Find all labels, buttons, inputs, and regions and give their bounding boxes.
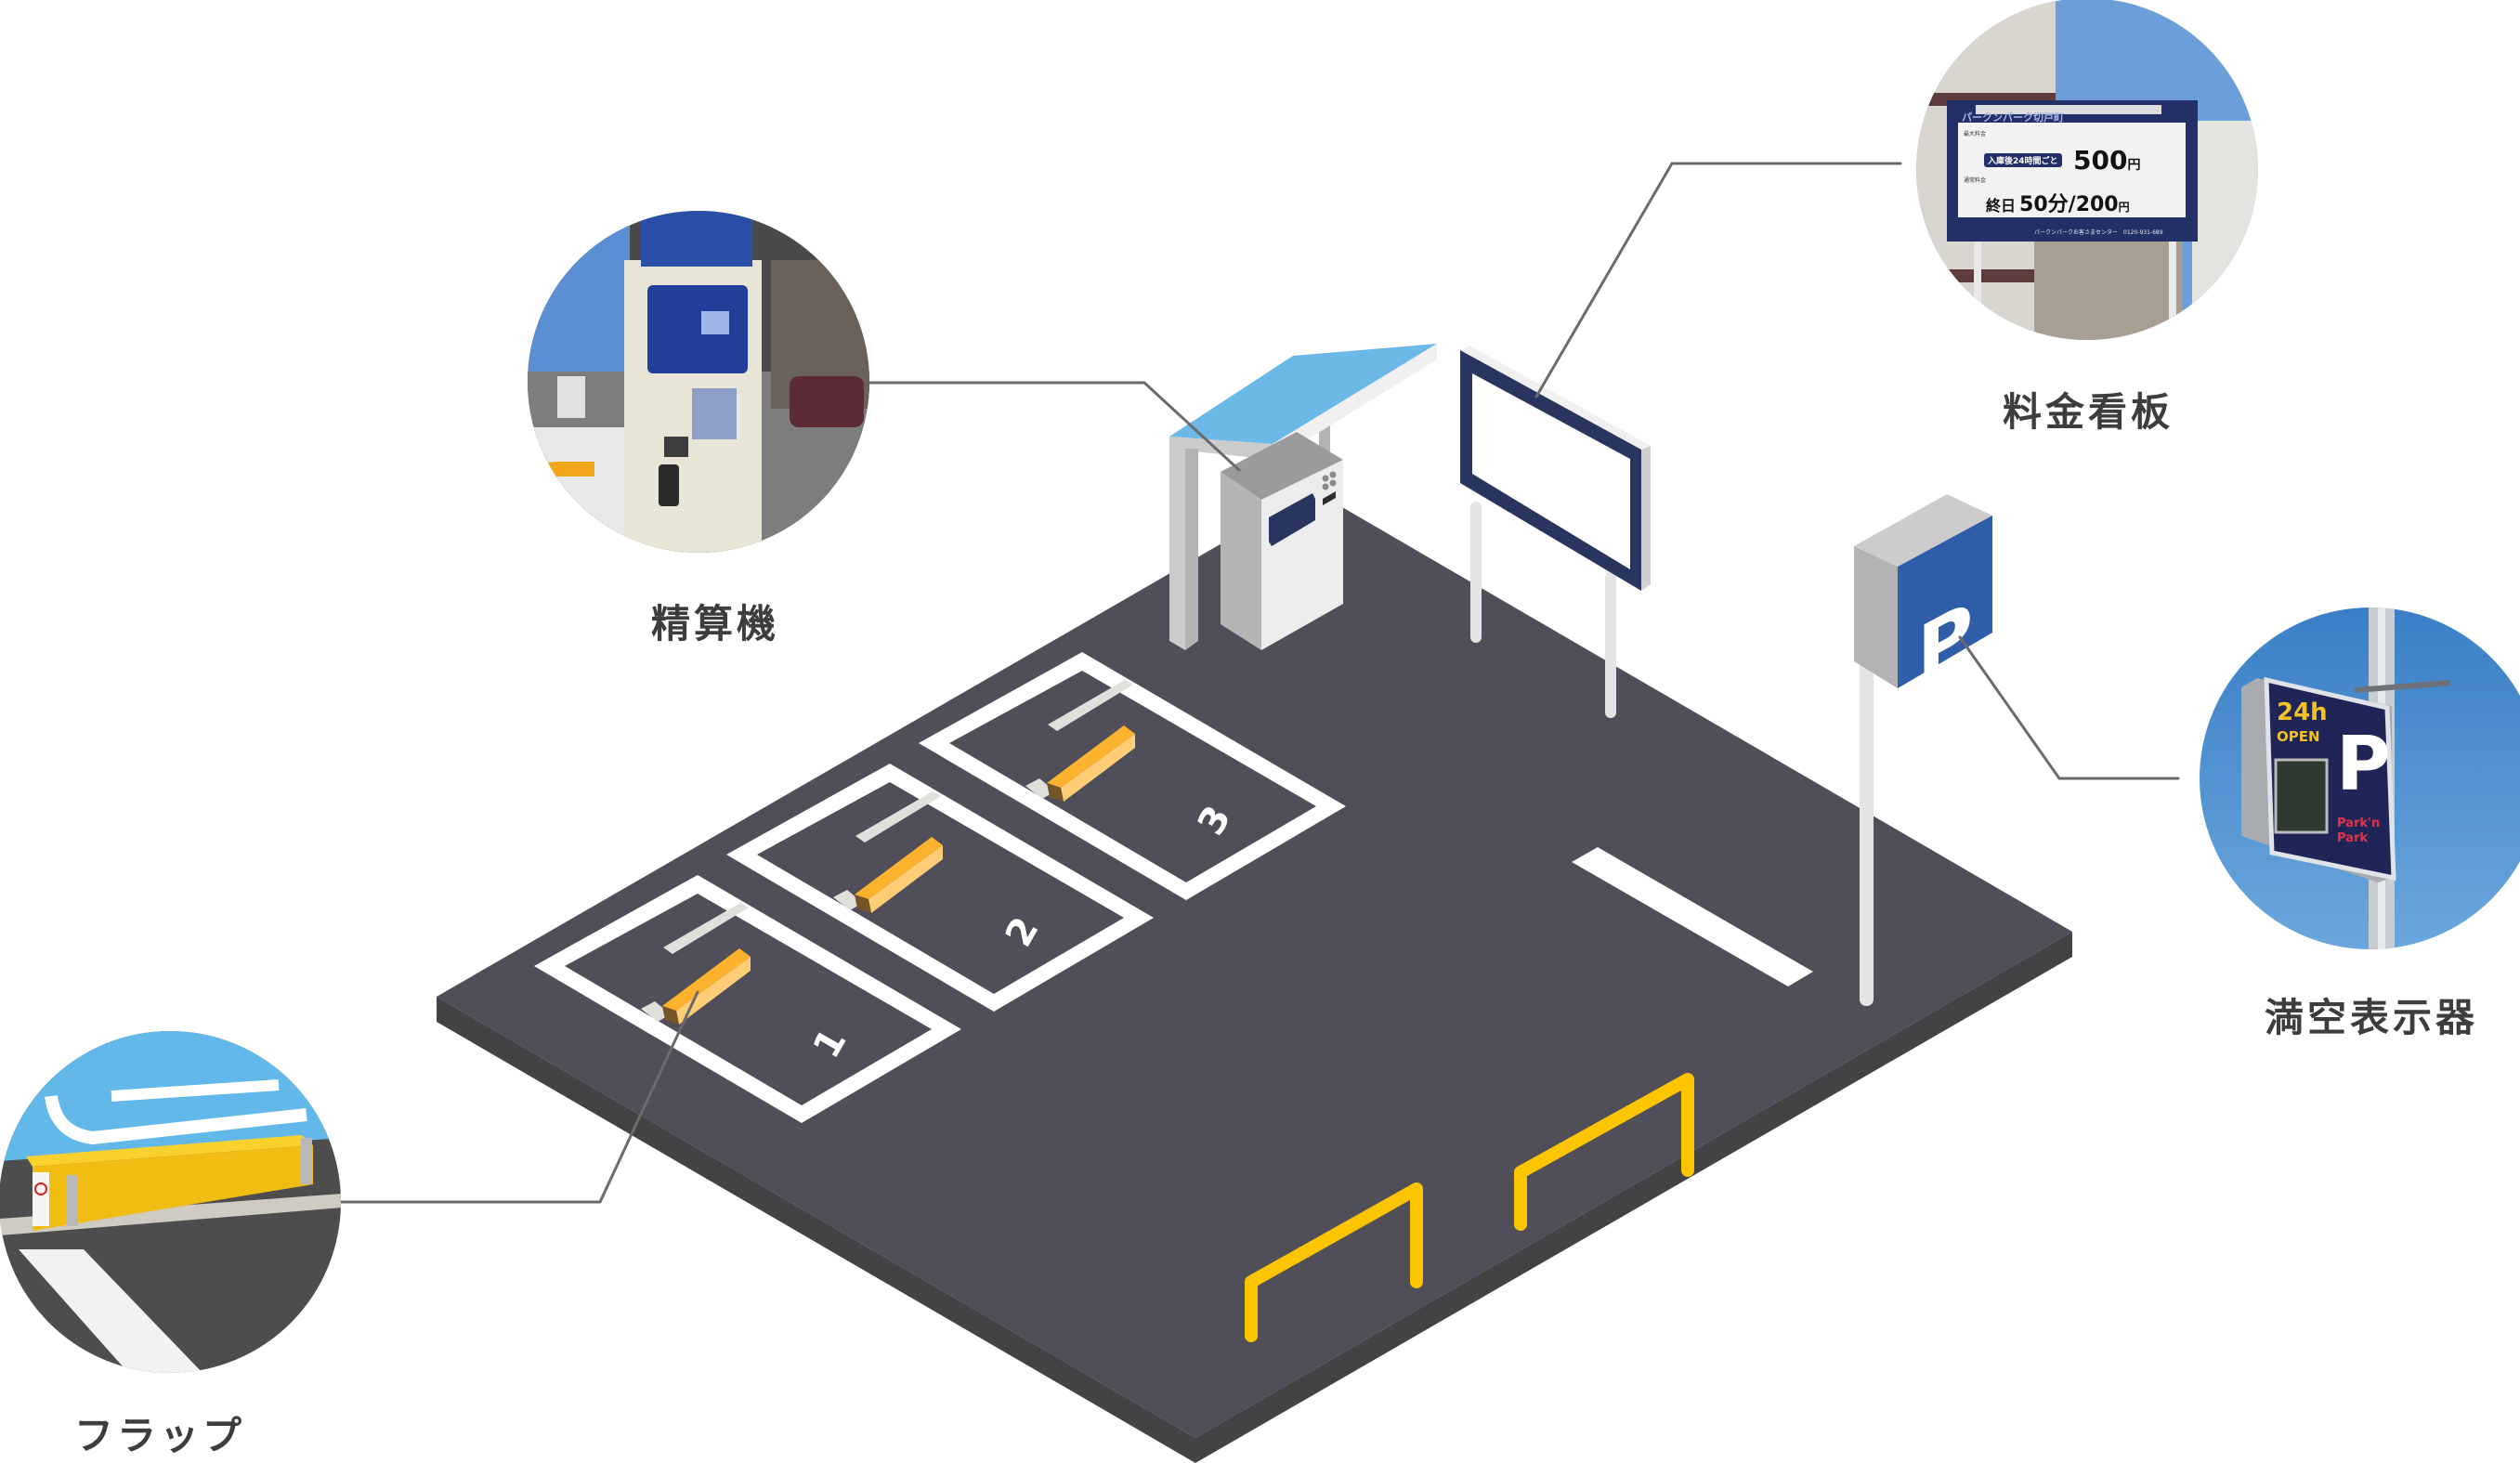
flap-gap [641, 1001, 671, 1022]
flap-base [663, 903, 749, 954]
leader-line-fee-sign [1534, 162, 1902, 398]
label-availability-display: 満空表示器 [2264, 995, 2479, 1040]
fee-photo-max-amount: 500円 [2073, 145, 2140, 176]
leader-lines [338, 162, 2180, 1204]
leader-line-payment-machine [862, 381, 1241, 472]
payment-machine-photo [528, 211, 869, 553]
label-flap: フラップ [73, 1413, 246, 1458]
fee-photo-normal-caption: 通常料金 [1964, 176, 1986, 184]
slab-side-left [437, 997, 1195, 1463]
slot-outline [534, 875, 961, 1123]
flap-front [1061, 734, 1135, 802]
fee-sign-top-edge [1460, 346, 1651, 450]
payment-machine-illustration [1169, 344, 1437, 650]
barrier-left [1245, 1182, 1423, 1342]
flap-photo [0, 1031, 341, 1373]
barrier-right [1514, 1073, 1694, 1231]
fee-sign-post-right [1605, 571, 1616, 718]
canopy-roof-edge-front [1273, 344, 1437, 460]
display-photo-brand-2: Park [2337, 831, 2368, 845]
flap-base [1048, 680, 1133, 731]
p-sign-face [1898, 516, 1992, 688]
fee-sign-side-edge [1641, 446, 1651, 591]
leader-line-display [1958, 635, 2180, 780]
flap-top [662, 948, 751, 1011]
display-photo-brand-1: Park'n [2337, 816, 2380, 830]
canopy-front-post-side [1185, 449, 1198, 650]
p-sign-side [1854, 546, 1898, 688]
flap-gap [833, 890, 863, 910]
flap-front [868, 845, 943, 913]
machine-card-slot-icon [1323, 491, 1336, 505]
parking-lot-slab [437, 490, 2072, 1463]
entrance-barriers [1245, 1073, 1694, 1342]
flap-gap [1025, 778, 1055, 799]
flap-end [855, 895, 871, 913]
display-photo-hours: 24h [2277, 699, 2328, 726]
flap-top [855, 837, 943, 899]
canopy-roof [1169, 344, 1437, 444]
flap-end [662, 1006, 679, 1025]
lane-stripe [1572, 847, 1813, 986]
display-photo-open: OPEN [2277, 728, 2320, 745]
machine-screen [1269, 493, 1315, 546]
availability-display-photo: 24h OPEN P Park'n Park [2200, 607, 2520, 949]
machine-button-icon [1322, 483, 1329, 490]
machine-left-side [1221, 472, 1261, 650]
fee-photo-max-caption: 最大料金 [1964, 130, 1986, 137]
fee-photo-max-condition: 入庫後24時間ごと [1987, 155, 2058, 166]
fee-sign-panel [1472, 373, 1630, 569]
flap-end [1047, 783, 1064, 802]
parking-slot-2: 2 [726, 764, 1154, 1012]
label-fee-sign: 料金看板 [2002, 389, 2174, 435]
p-sign-top [1854, 494, 1992, 567]
slab-surface [437, 490, 2072, 1438]
leader-line-flap [338, 990, 699, 1204]
parking-slot-3: 3 [919, 652, 1346, 900]
flap-photo-box-front [33, 1145, 313, 1231]
machine-button-icon [1329, 471, 1337, 478]
slab-side-right [1195, 932, 2072, 1463]
flap-front [676, 957, 751, 1025]
machine-button-icon [1322, 475, 1329, 482]
label-payment-machine: 精算機 [650, 601, 780, 647]
canopy-front-post [1169, 437, 1185, 650]
machine-front [1261, 460, 1343, 650]
fee-photo-header: パークンパーク切戸町 [1962, 111, 2064, 124]
flap-photo-box-top [26, 1135, 313, 1167]
display-photo-letter: P [2336, 721, 2391, 807]
fee-sign-post-left [1470, 502, 1482, 643]
fee-sign-illustration [1460, 346, 1651, 718]
machine-top [1221, 432, 1343, 500]
flap-base [855, 791, 941, 843]
machine-button-icon [1329, 479, 1337, 487]
flap-top [1047, 725, 1135, 788]
slot-outline [919, 652, 1346, 900]
canopy-roof-edge-left [1169, 437, 1274, 460]
slot-outline [726, 764, 1154, 1012]
